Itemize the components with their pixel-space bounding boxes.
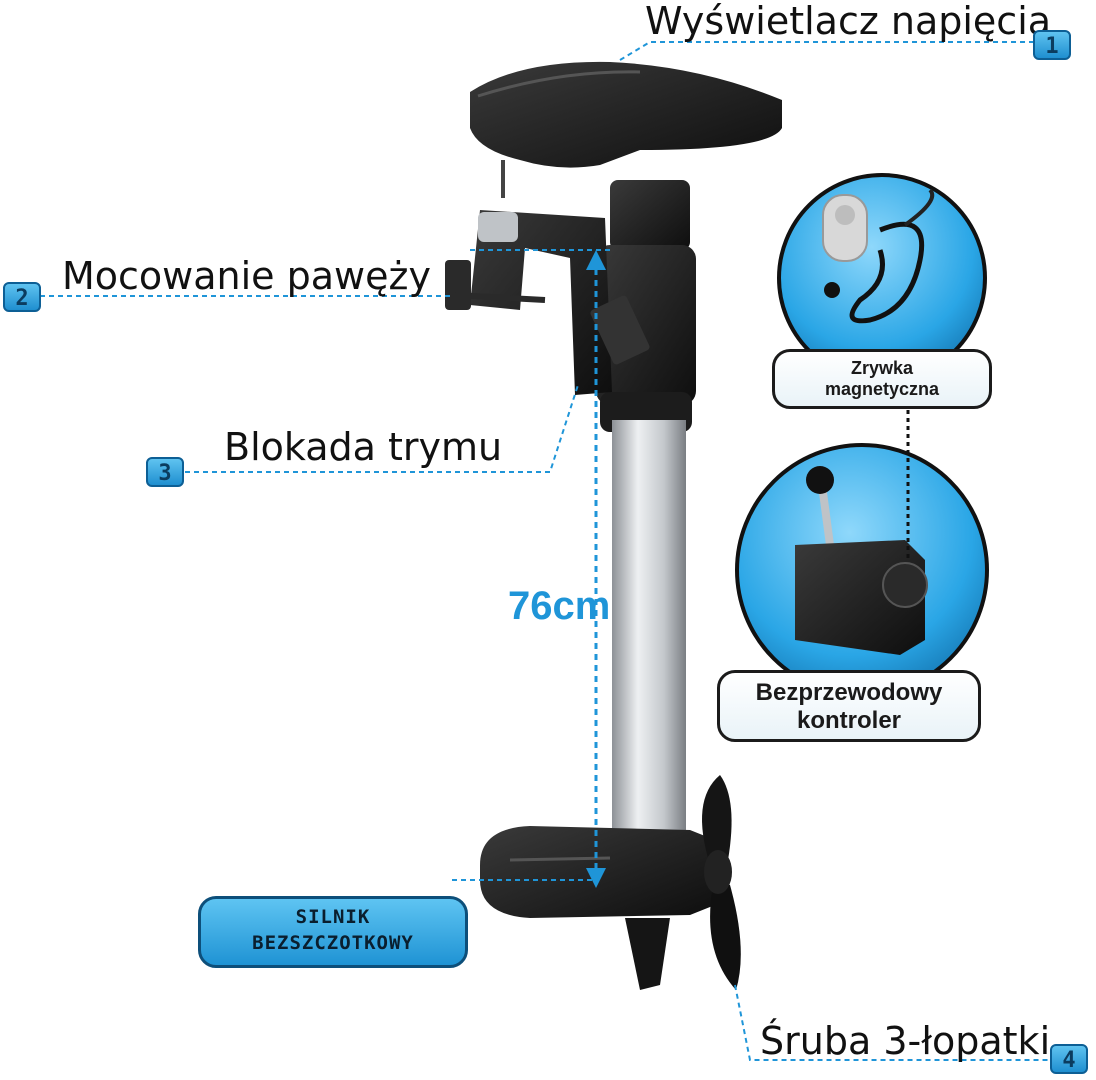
motor-pod [480, 826, 715, 990]
badge-4: 4 [1050, 1044, 1088, 1074]
kill-switch-label-line1: Zrywka [850, 358, 914, 378]
motor-type-line1: SILNIK [295, 906, 371, 928]
kill-switch-label-line2: magnetyczna [824, 379, 940, 400]
mount-callout-label: Mocowanie pawęży [62, 254, 431, 298]
badge-2: 2 [3, 282, 41, 312]
display-callout-label: Wyświetlacz napięcia [645, 0, 1052, 43]
controller-label-line2: kontroler [796, 707, 901, 735]
motor-type-line2: BEZSZCZOTKOWY [252, 931, 414, 954]
controller-inset [735, 410, 989, 697]
badge-1: 1 [1033, 30, 1071, 60]
display-head [470, 61, 782, 198]
controller-label: Bezprzewodowy kontroler [717, 670, 981, 742]
shaft [612, 420, 686, 870]
badge-3: 3 [146, 457, 184, 487]
height-measurement: 76cm [508, 584, 611, 628]
height-dimension [470, 249, 612, 888]
leader-lines [40, 41, 1050, 1061]
trim-callout-label: Blokada trymu [224, 425, 503, 469]
kill-switch-inset [777, 173, 987, 383]
controller-label-line1: Bezprzewodowy [755, 679, 943, 706]
motor-type-label: SILNIK BEZSZCZOTKOWY [198, 896, 468, 968]
propeller [702, 775, 741, 990]
transom-clamp [445, 210, 650, 395]
prop-callout-label: Śruba 3-łopatki [760, 1019, 1051, 1063]
kill-switch-label: Zrywka magnetyczna [772, 349, 992, 409]
